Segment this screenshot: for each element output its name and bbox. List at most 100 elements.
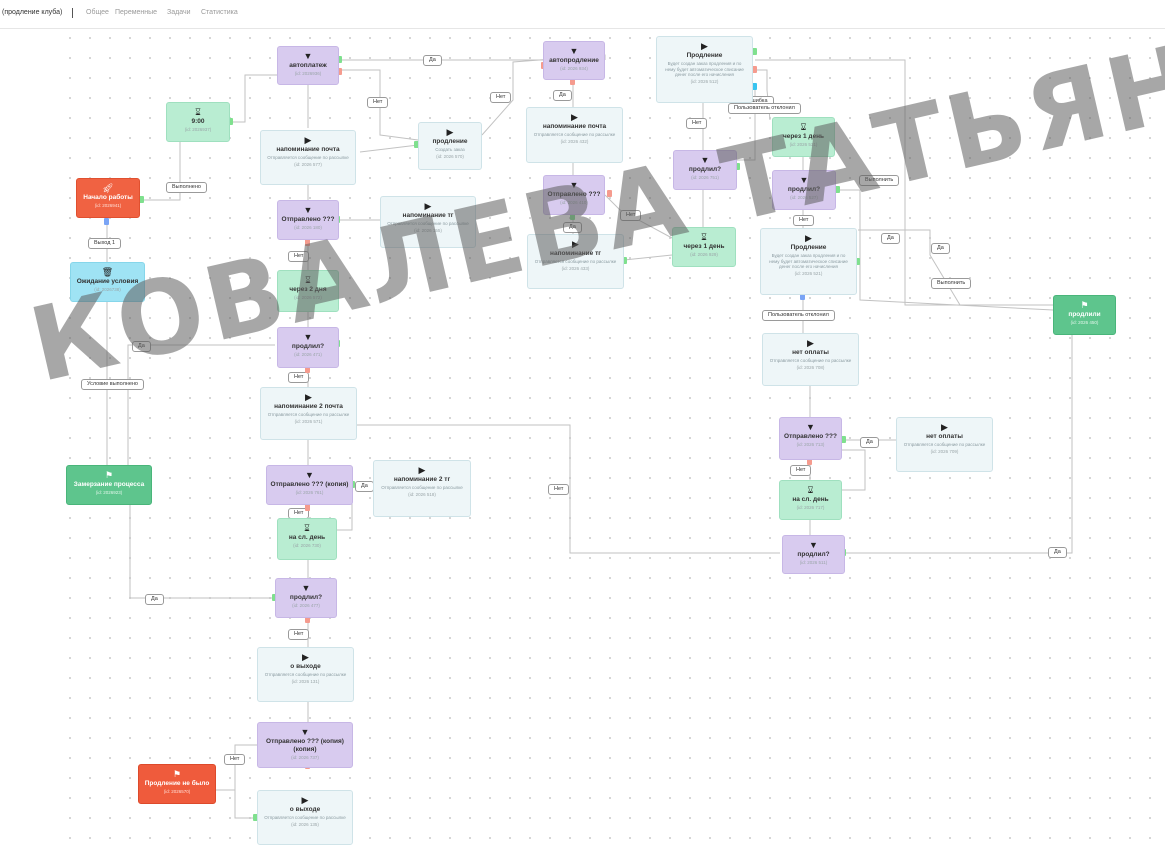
message-node[interactable]: ▶ о выходе Отправляется сообщение по рас…	[257, 647, 354, 702]
sent-condition-node[interactable]: ▼ Отправлено ??? (копия) (id: 2026 761)	[266, 465, 353, 505]
message-node[interactable]: ▶ нет оплаты Отправляется сообщение по р…	[896, 417, 993, 472]
output-port[interactable]	[752, 48, 757, 55]
output-port[interactable]	[855, 258, 860, 265]
sent-condition-node[interactable]: ▼ Отправлено ??? (id: 2026 713)	[779, 417, 842, 460]
node-id: (id: 2026 934)	[560, 66, 588, 71]
node-id: (id: 2026 131)	[291, 678, 320, 684]
node-subtitle: Отправляется сообщение по рассылке	[381, 485, 463, 490]
node-id: (id: 2026 571)	[294, 418, 323, 424]
tab-general[interactable]: Общее	[86, 9, 109, 16]
input-port[interactable]	[414, 141, 419, 148]
output-port[interactable]	[305, 239, 310, 246]
output-port[interactable]	[305, 504, 310, 511]
start-node[interactable]: 🚀︎ Начало работы (id: 2026941)	[76, 178, 140, 218]
node-title: продлил?	[291, 343, 325, 350]
node-title: на сл. день	[288, 534, 326, 541]
output-port[interactable]	[800, 293, 805, 300]
message-node[interactable]: ▶ напоминание тг Отправляется сообщение …	[380, 196, 476, 248]
prolonged-condition-node[interactable]: ▼ продлил? (id: 2026 511)	[782, 535, 845, 574]
output-port[interactable]	[570, 78, 575, 85]
prolonged-condition-node[interactable]: ▼ продлил? (id: 2026 527)	[772, 170, 836, 210]
output-port[interactable]	[228, 118, 233, 125]
node-title: продление	[432, 138, 468, 145]
node-title: через 1 день	[683, 243, 725, 250]
output-port[interactable]	[139, 196, 144, 203]
output-port[interactable]	[752, 66, 757, 73]
prolonged-condition-node[interactable]: ▼ продлил? (id: 2026 477)	[275, 578, 337, 618]
node-subtitle: Отправляется сообщение по рассылке	[267, 155, 349, 160]
edge-label-exit1: Выход 1	[88, 238, 122, 249]
input-port[interactable]	[253, 814, 258, 821]
node-id: (id: 2026 570)	[436, 153, 464, 159]
output-port[interactable]	[305, 616, 310, 623]
node-id: (id: 2026 709)	[930, 448, 959, 454]
output-port[interactable]	[841, 436, 846, 443]
no-prolong-node[interactable]: ⚑ Продление не было (id: 2026570)	[138, 764, 216, 804]
edge-label-yes: Да	[423, 55, 442, 66]
prolonged-finish-node[interactable]: ⚑ продлили (id: 2026 450)	[1053, 295, 1116, 335]
node-title: Замерзание процесса	[73, 481, 145, 488]
output-port[interactable]	[570, 213, 575, 220]
tab-variables[interactable]: Переменные	[115, 9, 158, 16]
sent-condition-node[interactable]: ▼ Отправлено ??? (id: 2026 410)	[543, 175, 605, 215]
wait-condition-node[interactable]: 🗑︎ Ожидание условия (id: 2026738)	[70, 262, 145, 302]
output-port[interactable]	[272, 594, 277, 601]
edge-label-no: Нет	[686, 118, 708, 129]
message-node[interactable]: ▶ напоминание тг Отправляется сообщение …	[527, 234, 624, 289]
edge-label-no: Нет	[288, 372, 310, 383]
hourglass-icon: ⌛︎	[701, 232, 707, 242]
prolong-order-node[interactable]: ▶ Продление Будет создан заказ продления…	[656, 36, 753, 103]
prolong-order-node[interactable]: ▶ продление Создать заказ (id: 2026 570)	[418, 122, 482, 170]
node-id: (id: 2026 751)	[691, 175, 719, 180]
node-subtitle: Будет создан заказ продления и по нему б…	[665, 61, 744, 77]
wait-time-node[interactable]: ⌛︎ 9:00 (id: 2026937)	[166, 102, 230, 142]
message-node[interactable]: ▶ напоминание 2 тг Отправляется сообщени…	[373, 460, 471, 517]
edge-label-executed: Выполнить	[931, 278, 972, 289]
filter-icon: ▼	[799, 175, 809, 185]
node-id: (id: 2026570)	[163, 789, 191, 794]
node-id: (id: 2026 713)	[796, 442, 825, 447]
wait-time-node[interactable]: ⌛︎ через 1 день (id: 2026 929)	[672, 227, 736, 267]
output-port[interactable]	[807, 458, 812, 465]
wait-time-node[interactable]: ⌛︎ на сл. день (id: 2026 717)	[779, 480, 842, 520]
wait-time-node[interactable]: ⌛︎ через 1 день (id: 2026 531)	[772, 117, 835, 157]
filter-icon: ▼	[809, 540, 818, 550]
autopay-condition-node[interactable]: ▼ автопродление (id: 2026 934)	[543, 41, 605, 80]
output-port[interactable]	[305, 366, 310, 373]
node-title: напоминание почта	[276, 146, 340, 153]
wait-time-node[interactable]: ⌛︎ на сл. день (id: 2026 730)	[277, 518, 337, 560]
sent-condition-node[interactable]: ▼ Отправлено ??? (id: 2026 180)	[277, 200, 339, 240]
tab-tasks[interactable]: Задачи	[167, 9, 191, 16]
output-port[interactable]	[337, 56, 342, 63]
node-title: нет оплаты	[926, 433, 963, 440]
input-port[interactable]	[104, 218, 109, 225]
play-icon: ▶	[301, 795, 309, 805]
node-subtitle: Отправляется сообщение по рассылке	[387, 221, 469, 226]
flag-icon: ⚑	[1080, 300, 1089, 310]
message-node[interactable]: ▶ о выходе Отправляется сообщение по рас…	[257, 790, 353, 845]
output-port[interactable]	[337, 68, 342, 75]
message-node[interactable]: ▶ нет оплаты Отправляется сообщение по р…	[762, 333, 859, 386]
prolong-order-node[interactable]: ▶ Продление Будет создан заказ продления…	[760, 228, 857, 295]
output-port[interactable]	[607, 190, 612, 197]
edge-label-no: Нет	[790, 465, 812, 476]
node-id: (id: 2026 929)	[690, 252, 718, 257]
prolonged-condition-node[interactable]: ▼ продлил? (id: 2026 751)	[673, 150, 737, 190]
freeze-process-node[interactable]: ⚑ Замерзание процесса (id: 2026923)	[66, 465, 152, 505]
output-port[interactable]	[622, 257, 627, 264]
message-node[interactable]: ▶ напоминание почта Отправляется сообщен…	[260, 130, 356, 185]
filter-icon: ▼	[569, 46, 579, 56]
message-node[interactable]: ▶ напоминание почта Отправляется сообщен…	[526, 107, 623, 163]
message-node[interactable]: ▶ напоминание 2 почта Отправляется сообщ…	[260, 387, 357, 440]
autopay-condition-node[interactable]: ▼ автоплатеж (id: 2026936)	[277, 46, 339, 85]
output-port[interactable]	[835, 186, 840, 193]
tab-statistics[interactable]: Статистика	[201, 9, 238, 16]
node-title: продлил?	[787, 186, 821, 193]
prolonged-condition-node[interactable]: ▼ продлил? (id: 2026 471)	[277, 327, 339, 368]
node-id: (id: 2026941)	[94, 203, 122, 208]
output-port[interactable]	[735, 163, 740, 170]
sent-condition-node[interactable]: ▼ Отправлено ??? (копия) (копия) (id: 20…	[257, 722, 353, 768]
node-id: (id: 2026 450)	[1070, 320, 1099, 325]
output-port[interactable]	[752, 83, 757, 90]
wait-time-node[interactable]: ⌛︎ через 2 дня (id: 2026 572)	[277, 270, 339, 312]
